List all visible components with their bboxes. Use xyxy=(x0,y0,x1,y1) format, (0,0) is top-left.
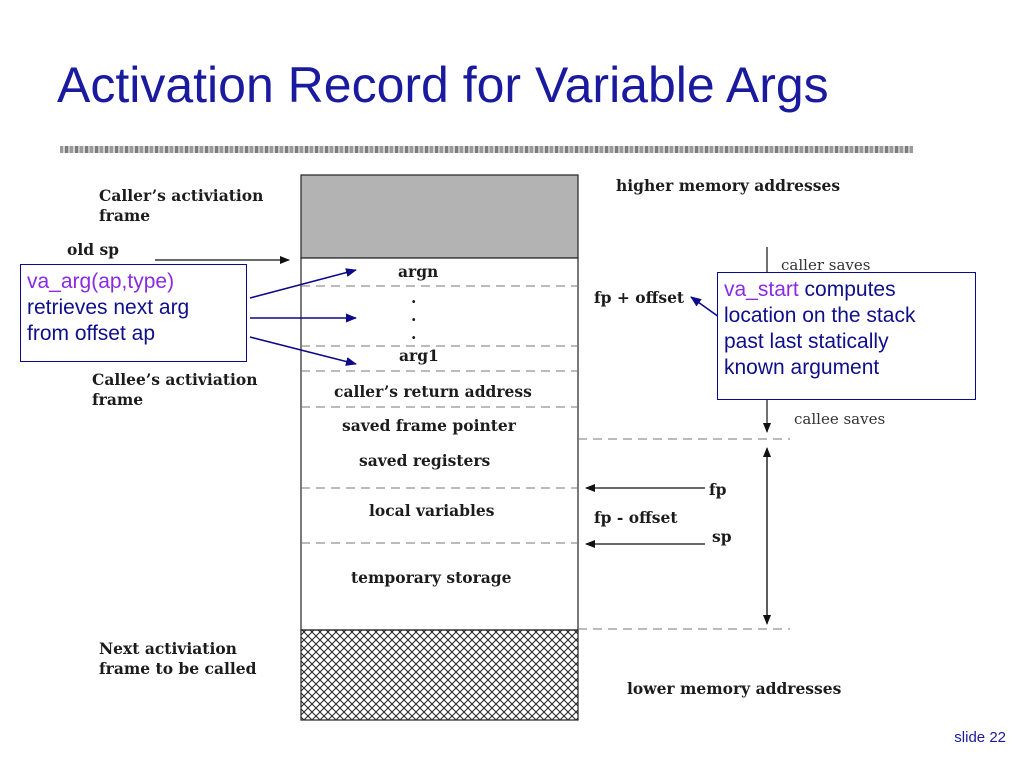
title-divider xyxy=(60,146,913,153)
fp-plus-offset-label: fp + offset xyxy=(594,288,685,307)
next-frame-block xyxy=(300,629,579,721)
cell-dot-1: . xyxy=(411,288,417,307)
caller-frame-block xyxy=(300,174,579,259)
higher-memory-label: higher memory addresses xyxy=(616,176,841,195)
va-arg-arrow-argn xyxy=(249,268,357,299)
va-start-arrow xyxy=(690,296,720,318)
va-arg-line-1: va_arg(ap,type) xyxy=(27,270,175,293)
caller-frame-label: Caller’s activiation frame xyxy=(99,186,264,225)
slide-number: slide 22 xyxy=(954,729,1006,746)
callee-frame-label: Callee’s activiation frame xyxy=(92,370,258,409)
old-sp-label: old sp xyxy=(67,240,120,259)
cell-arg1: arg1 xyxy=(399,346,439,365)
va-arg-line-3: from offset ap xyxy=(27,322,156,345)
va-arg-arrow-arg1 xyxy=(249,336,357,366)
va-start-line-2: location on the stack xyxy=(724,304,916,327)
sp-label: sp xyxy=(712,527,732,546)
va-start-keyword: va_start xyxy=(724,278,799,301)
cell-return-address: caller’s return address xyxy=(334,382,532,401)
va-start-rest: computes xyxy=(798,278,896,301)
cell-argn: argn xyxy=(398,262,439,281)
va-start-callout: va_start computes location on the stack … xyxy=(717,272,976,400)
cell-saved-registers: saved registers xyxy=(359,451,491,470)
boundary-extensions xyxy=(578,438,790,630)
next-frame-label: Next activiation frame to be called xyxy=(99,639,257,678)
cell-temporary-storage: temporary storage xyxy=(351,568,512,587)
va-arg-callout: va_arg(ap,type) retrieves next arg from … xyxy=(20,264,247,362)
cell-dot-3: . xyxy=(411,324,417,343)
va-start-line-4: known argument xyxy=(724,356,880,379)
stack-separators xyxy=(301,285,578,544)
va-start-line-1: va_start computes xyxy=(724,277,969,303)
va-arg-line-2: retrieves next arg xyxy=(27,296,190,319)
slide-title: Activation Record for Variable Args xyxy=(57,57,829,113)
cell-saved-frame-pointer: saved frame pointer xyxy=(342,416,516,435)
lower-memory-label: lower memory addresses xyxy=(627,679,842,698)
fp-minus-offset-label: fp - offset xyxy=(594,508,678,527)
caller-saves-label: caller saves xyxy=(781,256,871,274)
cell-local-variables: local variables xyxy=(369,501,495,520)
callee-saves-label: callee saves xyxy=(794,410,886,428)
va-start-line-3: past last statically xyxy=(724,330,889,353)
fp-label: fp xyxy=(709,480,727,499)
cell-dot-2: . xyxy=(411,306,417,325)
